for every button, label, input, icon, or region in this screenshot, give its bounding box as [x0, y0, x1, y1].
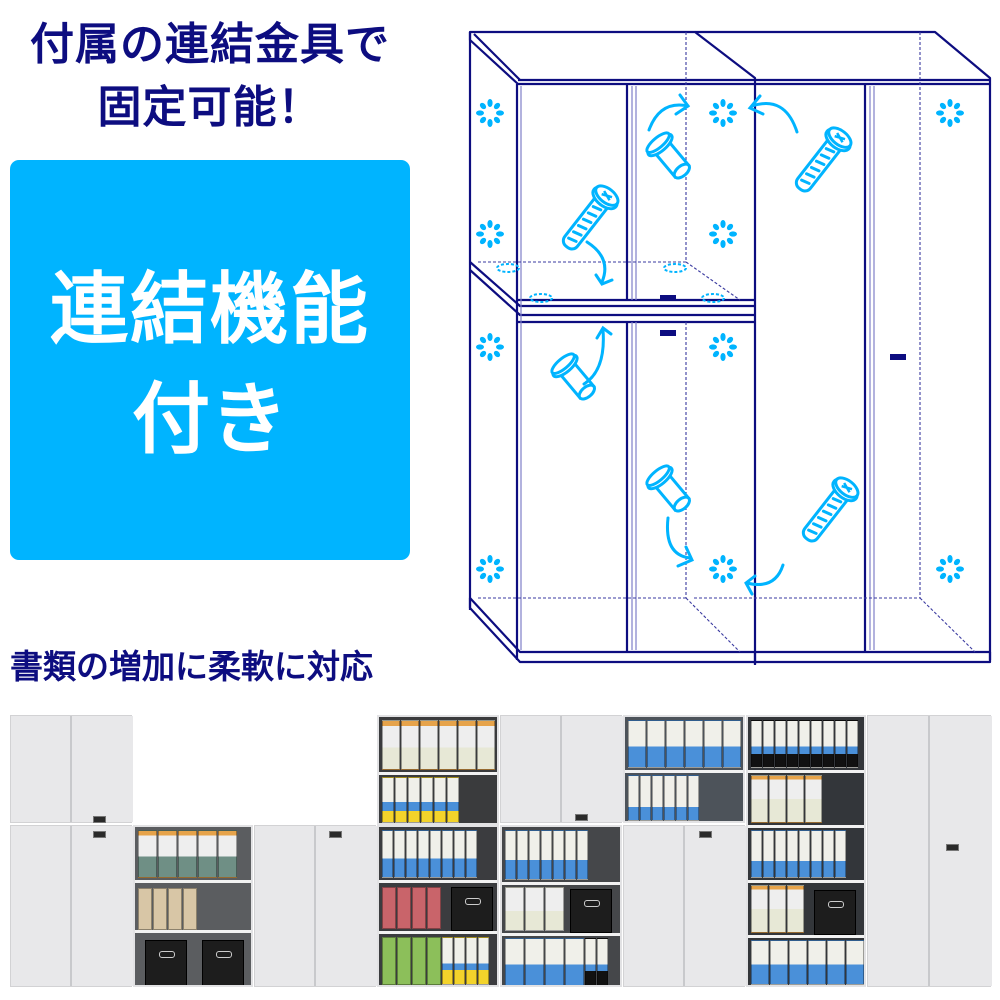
storage-box — [814, 890, 856, 935]
lock-icon — [575, 814, 588, 821]
cabinet-open-tall — [746, 715, 866, 987]
cabinet-closed-upper — [10, 715, 133, 823]
lock-icon — [699, 831, 712, 838]
bolt-icon — [787, 122, 857, 199]
cabinet-open-low — [133, 825, 253, 987]
door-handle-icon — [660, 295, 906, 360]
bolt-icon — [794, 472, 864, 549]
cabinet-closed-upper — [500, 715, 623, 823]
cabinet-open-lower — [500, 825, 622, 987]
feature-badge-line-2: 付き — [131, 375, 288, 465]
storage-box — [202, 940, 244, 985]
cabinet-closed-lower — [10, 825, 133, 987]
cabinet-open-upper — [623, 715, 745, 823]
sleeve-nut-icon — [546, 348, 604, 408]
feature-badge: 連結機能 付き — [10, 160, 410, 560]
cabinet-photo-strip — [0, 705, 1000, 1000]
curved-arrow-icon — [582, 93, 799, 596]
cabinet-closed-tall — [867, 715, 992, 987]
cabinet-closed-lower — [623, 825, 746, 987]
lock-icon — [93, 831, 106, 838]
lock-icon — [329, 831, 342, 838]
sleeve-nut-icon — [641, 127, 699, 187]
headline-line-2: 固定可能！ — [97, 82, 323, 133]
storage-box — [145, 940, 187, 985]
sleeve-nut-icon — [641, 460, 699, 520]
storage-box — [451, 887, 493, 931]
headline-line-1: 付属の連結金具で — [30, 19, 390, 70]
cabinet-closed-low — [254, 825, 377, 987]
lock-icon — [93, 816, 106, 823]
connection-hole-icon — [476, 99, 964, 583]
cabinet-open-lower — [377, 825, 499, 987]
cabinet-open-upper — [377, 715, 499, 825]
lock-icon — [946, 844, 959, 851]
subtitle: 書類の増加に柔軟に対応 — [10, 647, 373, 686]
cabinet-connection-diagram — [468, 30, 992, 665]
storage-box — [570, 889, 612, 933]
feature-badge-line-1: 連結機能 — [49, 265, 370, 355]
